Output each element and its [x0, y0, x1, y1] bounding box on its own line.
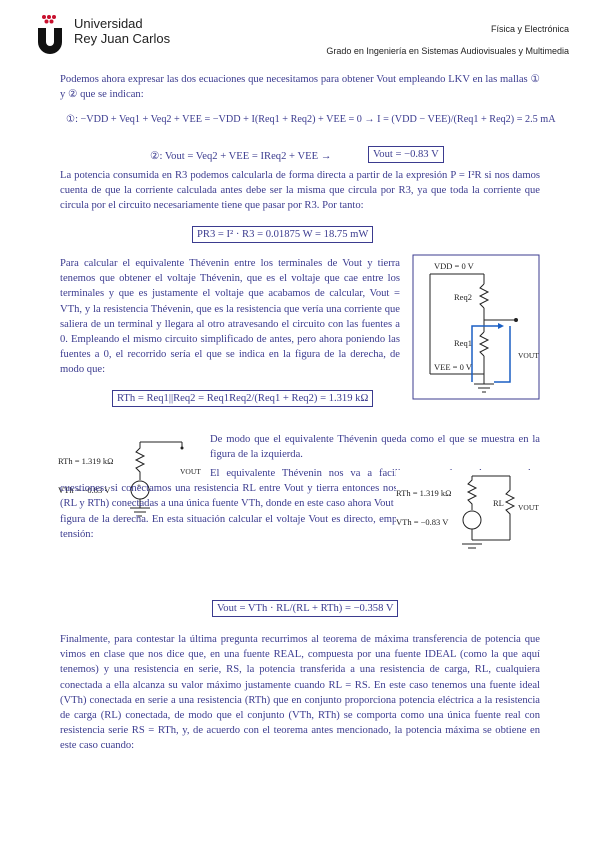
vout-right-label: VOUT [518, 503, 539, 512]
vdd-label: VDD = 0 V [434, 261, 475, 271]
result-power-box: PR3 = I² · R3 = 0.01875 W = 18.75 mW [192, 226, 374, 243]
req2-label: Req2 [454, 292, 472, 302]
req1-label: Req1 [454, 338, 472, 348]
vth-label: VTh = −0.83 V [58, 485, 111, 495]
result-vout-box: Vout = −0.83 V [368, 146, 444, 163]
paragraph-intro: Podemos ahora expresar las dos ecuacione… [60, 74, 540, 101]
rl-label: RL [493, 498, 504, 508]
rth-label: RTh = 1.319 kΩ [58, 456, 113, 466]
result-rth-box: RTh = Req1||Req2 = Req1Req2/(Req1 + Req2… [112, 390, 374, 407]
rth-right-label: RTh = 1.319 kΩ [396, 488, 451, 498]
university-name: Universidad Rey Juan Carlos [74, 16, 171, 46]
vth-right-label: VTh = −0.83 V [396, 517, 449, 527]
svg-text:+: + [137, 482, 141, 490]
paragraph-thevenin-result: De modo que el equivalente Thévenin qued… [210, 434, 540, 461]
circuit-diagram-sources-zero: VDD = 0 V Req2 Req1 VEE = 0 V VOUT [412, 254, 540, 400]
vout-label: VOUT [518, 351, 539, 360]
paragraph-power: La potencia consumida en R3 podemos calc… [60, 170, 540, 212]
equation-mesh-2: ②: Vout = Veq2 + VEE = IReq2 + VEE → [150, 151, 332, 162]
paragraph-thevenin: Para calcular el equivalente Thévenin en… [60, 258, 400, 376]
degree-program: Grado en Ingeniería en Sistemas Audiovis… [326, 46, 569, 56]
vee-label: VEE = 0 V [434, 362, 473, 372]
vout-terminal-label: VOUT [180, 467, 201, 476]
paragraph-max-power: Finalmente, para contestar la última pre… [60, 634, 540, 752]
result-divider-box: Vout = VTh · RL/(RL + RTh) = −0.358 V [212, 600, 399, 617]
thevenin-with-load-figure: RTh = 1.319 kΩ VTh = −0.83 V RL VOUT [396, 470, 542, 550]
thevenin-equivalent-figure: + RTh = 1.319 kΩ VTh = −0.83 V VOUT [58, 441, 201, 517]
university-logo [38, 15, 62, 54]
paragraph-load: El equivalente Thévenin nos va a facilit… [60, 468, 540, 540]
equation-mesh-1: ①: −VDD + Veq1 + Veq2 + VEE = −VDD + I(R… [66, 114, 556, 125]
department-name: Física y Electrónica [490, 24, 569, 34]
